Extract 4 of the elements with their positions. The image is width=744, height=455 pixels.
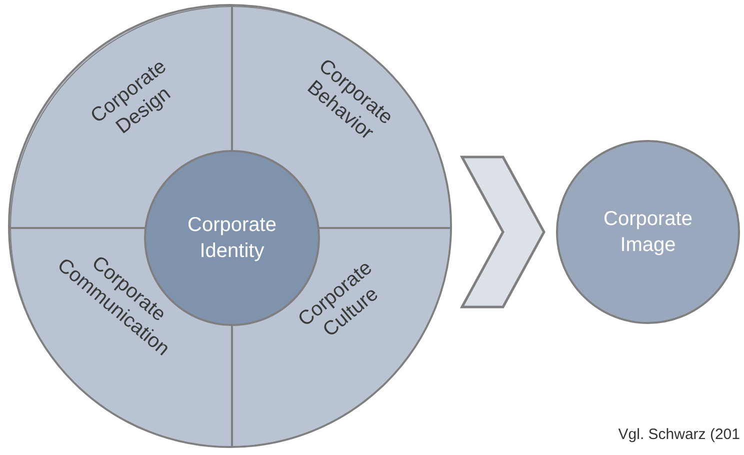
node-label: Corporate Image: [602, 207, 694, 258]
chevron-arrow: [460, 156, 546, 308]
node-label: Corporate Identity: [186, 213, 278, 264]
source-note: Vgl. Schwarz (201: [618, 426, 740, 443]
